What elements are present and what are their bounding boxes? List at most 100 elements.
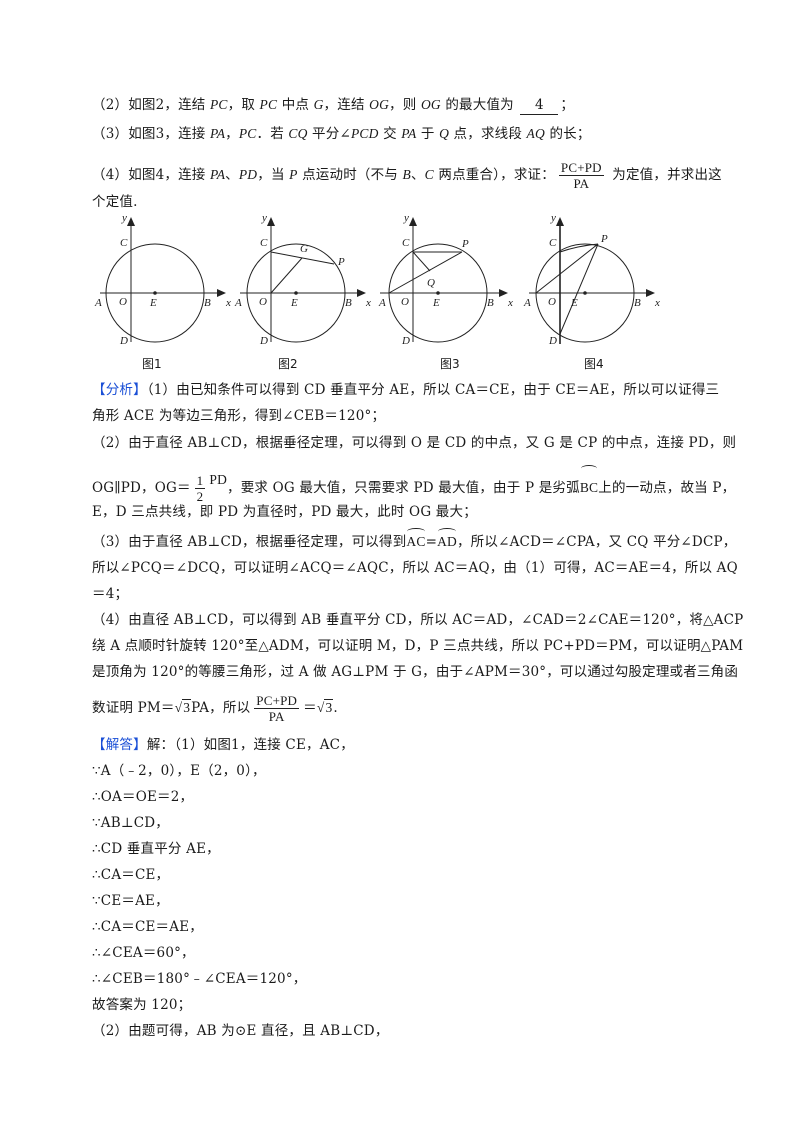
fraction-denominator: 2 (196, 489, 204, 504)
question-part-4: （4）如图4，连接 PA、PD，当 P 点运动时（不与 B、C 两点重合），求证… (92, 158, 722, 192)
text: ．若 (256, 126, 289, 142)
svg-text:x: x (365, 297, 371, 309)
figure-2-label: 图2 (278, 357, 298, 371)
text: 于 (416, 126, 440, 142)
solution-line-3: ∵AB⊥CD， (92, 815, 170, 831)
text: 解：（1）如图1，连接 CE，AC， (146, 737, 354, 753)
question-part-3: （3）如图3，连接 PA，PC．若 CQ 平分∠PCD 交 PA 于 Q 点，求… (92, 125, 591, 143)
analysis-p3-line2: 所以∠PCQ＝∠DCQ，可以证明∠ACQ＝∠AQC，所以 AC＝AQ，由（1）可… (92, 560, 738, 576)
text: OG∥PD，OG＝ (92, 480, 191, 496)
text: （1）由已知条件可以得到 CD 垂直平分 AE，所以 CA＝CE，由于 CE＝A… (146, 382, 720, 398)
text: （3）如图3，连接 (92, 126, 210, 142)
text: 、 (410, 167, 425, 183)
figure-4-label: 图4 (584, 357, 604, 371)
math-var: PA (209, 126, 226, 141)
solution-line-11: （2）由题可得，AB 为⊙E 直径，且 AB⊥CD， (92, 1023, 389, 1039)
text: 点运动时（不与 (297, 167, 403, 183)
text: 平分∠ (307, 126, 351, 142)
svg-text:Q: Q (427, 277, 435, 289)
svg-text:y: y (550, 212, 556, 224)
solution-line-2: ∴OA＝OE＝2， (92, 789, 194, 805)
svg-text:D: D (548, 335, 557, 347)
svg-text:E: E (432, 297, 440, 309)
radicand: 3 (182, 699, 192, 715)
solution-line-8: ∴∠CEA＝60°， (92, 945, 195, 961)
solution-line-9: ∴∠CEB＝180°﹣∠CEA＝120°， (92, 971, 307, 987)
svg-text:B: B (634, 297, 641, 309)
math-var: PA (401, 126, 417, 141)
svg-text:C: C (549, 237, 557, 249)
text: ，取 (227, 97, 260, 113)
math-var: OG (420, 97, 441, 112)
text: = (425, 534, 438, 550)
solution-line-0: 【解答】解：（1）如图1，连接 CE，AC， (92, 736, 354, 754)
text: 的最大值为 (440, 97, 519, 113)
analysis-p3-line3: ＝4； (92, 586, 129, 602)
svg-text:E: E (570, 297, 578, 309)
svg-text:C: C (260, 237, 268, 249)
math-var: PD (238, 167, 258, 182)
math-var: G (313, 97, 324, 112)
text: ，所以∠ACD＝∠CPA，又 CQ 平分∠DCP， (456, 534, 737, 550)
svg-text:A: A (378, 297, 386, 309)
fraction-numerator: 1 (194, 473, 206, 489)
fraction-denominator: PA (268, 709, 285, 724)
svg-text:G: G (300, 243, 308, 255)
text: ，则 (389, 97, 421, 113)
svg-text:A: A (523, 297, 531, 309)
question-part-4-cont: 个定值. (92, 194, 138, 210)
text: 交 (378, 126, 402, 142)
analysis-p2-line3: E，D 三点共线，即 PD 为直径时，PD 最大，此时 OG 最大； (92, 504, 477, 520)
figure-3-label: 图3 (440, 357, 460, 371)
math-var: Q (439, 126, 450, 141)
arc-bc: BC (580, 465, 598, 506)
svg-text:y: y (261, 212, 267, 224)
math-var: AQ (526, 126, 545, 141)
text: ＝ (303, 700, 317, 716)
analysis-p4-line2: 绕 A 点顺时针旋转 120°至△ADM，可以证明 M，D，P 三点共线，所以 … (92, 638, 744, 654)
fraction-numerator: PC+PD (558, 160, 604, 176)
fraction-denominator: PA (573, 176, 590, 191)
figure-1-label: 图1 (142, 357, 162, 371)
svg-text:P: P (461, 238, 469, 250)
svg-text:y: y (121, 212, 127, 224)
svg-text:B: B (487, 297, 494, 309)
text: 数证明 PM＝ (92, 700, 175, 716)
arc-ac: AC (406, 528, 426, 549)
sqrt: √3 (174, 699, 192, 715)
answer-blank: 4 (520, 96, 559, 115)
text: ，连结 (323, 97, 370, 113)
text: 点，求线段 (449, 126, 527, 142)
text: 为定值，并求出这 (607, 167, 722, 183)
text: ， (225, 126, 239, 142)
svg-text:x: x (225, 297, 231, 309)
solution-line-4: ∴CD 垂直平分 AE， (92, 841, 220, 857)
text: 上的一动点，故当 P， (598, 480, 736, 496)
question-part-2: （2）如图2，连结 PC，取 PC 中点 G，连结 OG，则 OG 的最大值为 … (92, 96, 574, 115)
text: PA，所以 (191, 700, 251, 716)
analysis-p4-line3: 是顶角为 120°的等腰三角形，过 A 做 AG⊥PM 于 G，由于∠APM＝3… (92, 664, 739, 680)
solution-line-5: ∴CA＝CE， (92, 867, 170, 883)
text: 中点 (277, 97, 314, 113)
text: 的长； (544, 126, 591, 142)
arc-ad: AD (437, 528, 457, 549)
math-var: PC (259, 97, 278, 112)
solution-tag: 【解答】 (92, 737, 147, 753)
svg-text:B: B (345, 297, 352, 309)
svg-text:D: D (259, 335, 268, 347)
text: （2）如图2，连结 (92, 97, 210, 113)
text: （3）由于直径 AB⊥CD，根据垂径定理，可以得到 (92, 534, 407, 550)
math-var: PA (209, 167, 226, 182)
math-var: PCD (350, 126, 379, 141)
solution-line-1: ∵A（﹣2，0），E（2，0）， (92, 763, 266, 779)
math-var: C (424, 167, 434, 182)
sqrt: √3 (316, 699, 334, 715)
svg-text:P: P (600, 233, 608, 245)
